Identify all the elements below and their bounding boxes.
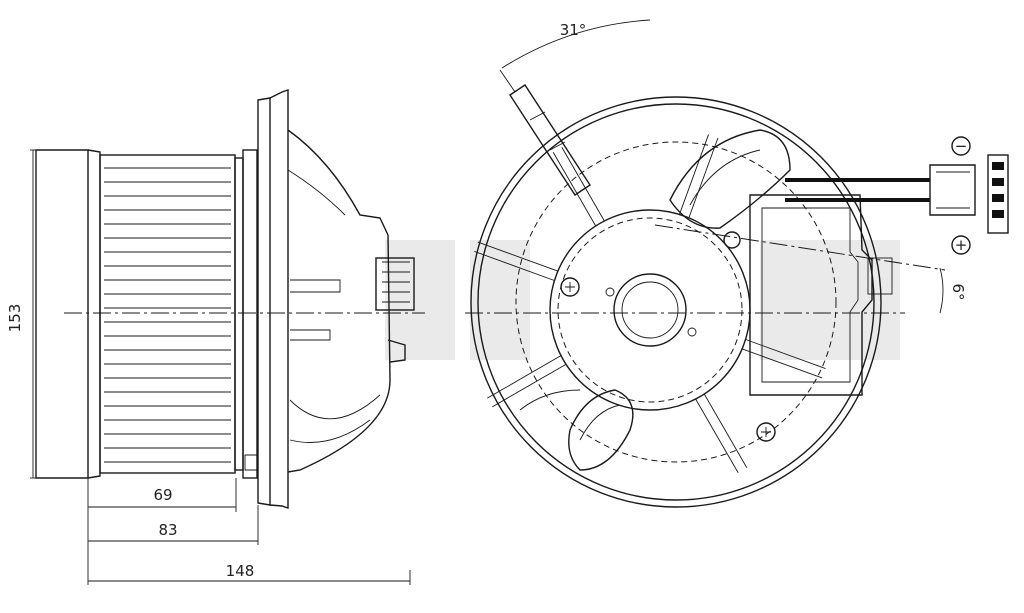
blade-window-left: [519, 389, 581, 411]
screw-boss-top: [723, 231, 741, 249]
height-label: 153: [6, 304, 24, 333]
top-angle-dimension: 31°: [499, 19, 651, 93]
housing-curve-lower2: [289, 419, 371, 443]
flange-outer: [269, 89, 289, 509]
stud-upper: [290, 279, 341, 293]
screw-cross-left: [565, 282, 575, 292]
stud-lower: [290, 329, 331, 341]
angle-top-label: 31°: [560, 21, 587, 39]
side-view: [35, 89, 415, 509]
positive-terminal-symbol: +: [951, 235, 971, 255]
motor-circle: [549, 209, 751, 411]
screw-boss-right: [756, 422, 776, 442]
connector-plug: [987, 154, 1009, 234]
depth-69-label: 69: [153, 486, 172, 504]
resistor-plate-inner: [761, 207, 859, 383]
strut-line: [703, 393, 748, 468]
angle-ref-line: [654, 224, 946, 271]
outer-housing-circle: [470, 96, 882, 508]
shaft-inner: [621, 281, 679, 339]
angle-arc-right: [939, 267, 944, 314]
strut-line: [679, 134, 709, 215]
watermark: [385, 240, 900, 360]
connector-block: [375, 257, 415, 311]
resistor-tab: [867, 257, 893, 295]
strut-line: [745, 339, 826, 369]
front-view: [470, 84, 893, 508]
hub-plate: [234, 157, 244, 471]
blade-window-upper-inner: [689, 149, 761, 206]
strut-line: [477, 241, 558, 272]
mounting-flange: [242, 149, 258, 479]
angle-arc-top: [501, 19, 651, 69]
struts: [474, 134, 826, 473]
fan-dash-circle: [515, 141, 837, 463]
screw-boss-left: [560, 277, 580, 297]
connector-ribs: [382, 261, 410, 303]
depth-148-label: 148: [226, 562, 255, 580]
strut-line: [552, 152, 597, 227]
motor-housing: [287, 129, 391, 473]
depth-dimensions: 69 83 148: [87, 478, 411, 585]
height-dimension: 153: [6, 149, 36, 479]
strut-line: [688, 137, 719, 218]
fan-wheel: [99, 154, 236, 474]
strut-line: [492, 363, 567, 408]
resistor-plate: [749, 194, 873, 396]
strut-line: [487, 355, 562, 399]
hole-1: [605, 287, 615, 297]
fan-rim-edge: [87, 149, 101, 479]
screw-cross-right: [761, 427, 771, 437]
strut-line: [474, 251, 555, 281]
housing-curve-lower: [289, 394, 381, 420]
housing-tab: [387, 339, 406, 363]
flange-plate: [257, 97, 271, 506]
clip: [244, 454, 259, 471]
housing-curve: [287, 169, 346, 216]
plug-pin: [992, 194, 1004, 202]
plug-pin: [992, 210, 1004, 218]
wire-harness: [785, 154, 1009, 234]
pin-ribs: [529, 111, 566, 151]
motor-dash-circle: [557, 217, 743, 403]
plug-pin: [992, 178, 1004, 186]
blade-window-upper: [669, 129, 791, 229]
angled-pin: [509, 84, 591, 196]
positive-symbol: +: [955, 236, 968, 254]
fan-blades: [104, 167, 231, 463]
plug-pin: [992, 162, 1004, 170]
strut-line: [742, 348, 823, 379]
angle-ext-line: [499, 69, 516, 93]
hole-2: [687, 327, 697, 337]
shaft-circle: [613, 273, 687, 347]
blade-window-lower-inner: [579, 404, 621, 441]
connector-housing: [929, 164, 976, 216]
strut-line: [561, 147, 605, 222]
outer-housing-inner: [477, 103, 875, 501]
negative-terminal-symbol: −: [951, 136, 971, 156]
fan-outer-rim: [35, 149, 89, 479]
negative-symbol: −: [955, 137, 968, 155]
right-angle-dimension: 6°: [939, 267, 967, 314]
blade-window-lower: [568, 389, 634, 471]
connector-lines: [936, 171, 970, 209]
strut-line: [695, 398, 739, 473]
depth-83-label: 83: [158, 521, 177, 539]
angle-right-label: 6°: [949, 283, 967, 300]
